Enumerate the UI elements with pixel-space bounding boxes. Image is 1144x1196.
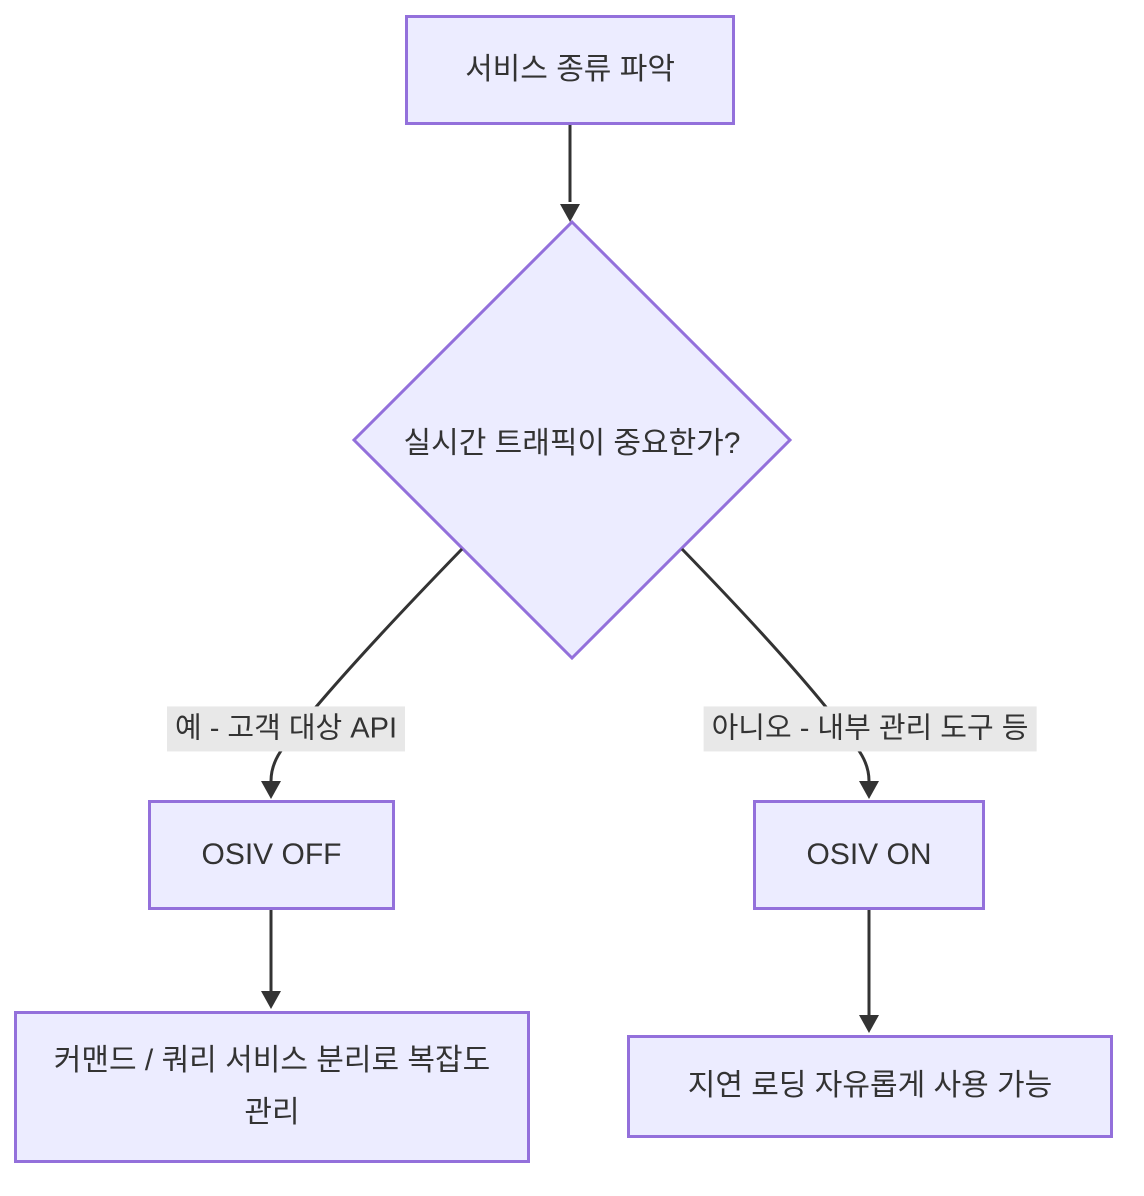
node-osiv-on: OSIV ON (753, 800, 985, 910)
arrowhead-osiv-off-to-cqrs (261, 991, 281, 1009)
node-lazy-loading: 지연 로딩 자유롭게 사용 가능 (627, 1035, 1113, 1138)
arrowhead-osiv-on-to-lazy (859, 1015, 879, 1033)
arrowhead-start-to-decision (560, 204, 580, 222)
arrowhead-decision-to-osiv-on (859, 781, 879, 799)
decision-diamond-shape (351, 219, 793, 661)
edge-label-yes: 예 - 고객 대상 API (166, 706, 406, 752)
edge-label-no: 아니오 - 내부 관리 도구 등 (703, 706, 1037, 752)
node-start: 서비스 종류 파악 (405, 15, 735, 125)
node-decision-label: 실시간 트래픽이 중요한가? (403, 427, 741, 460)
arrowhead-decision-to-osiv-off (261, 781, 281, 799)
node-cqrs: 커맨드 / 쿼리 서비스 분리로 복잡도 관리 (14, 1011, 530, 1163)
node-osiv-off: OSIV OFF (148, 800, 395, 910)
